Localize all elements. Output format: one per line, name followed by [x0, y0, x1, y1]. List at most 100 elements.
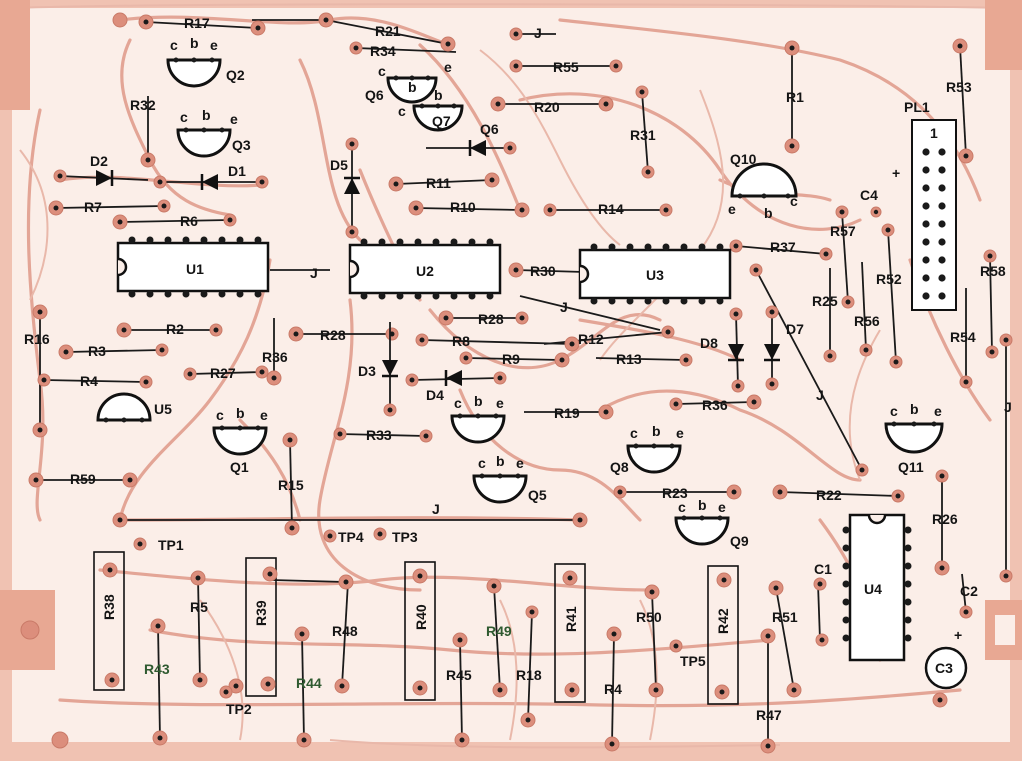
d5-diode	[344, 137, 360, 239]
q7-pin-c: c	[398, 103, 406, 119]
label-r2: R2	[166, 321, 184, 337]
label-r3: R3	[88, 343, 106, 359]
r41-body	[554, 563, 586, 703]
label-r50: R50	[636, 609, 662, 625]
q10-body	[730, 162, 798, 199]
q1-body	[212, 425, 268, 456]
label-u5: U5	[154, 401, 172, 417]
label-r6: R6	[180, 213, 198, 229]
labels: R17 R21 J R34 R55 Q2 Q6 Q7 Q6 R20 R1 R53…	[24, 15, 1012, 723]
label-q9: Q9	[730, 533, 749, 549]
label-r7: R7	[84, 199, 102, 215]
label-c2: C2	[960, 583, 978, 599]
diodes	[53, 137, 780, 417]
label-q3: Q3	[232, 137, 251, 153]
label-r56: R56	[854, 313, 880, 329]
ic-u2	[348, 238, 502, 300]
q8-pin-b: b	[652, 423, 661, 439]
label-d8: D8	[700, 335, 718, 351]
label-r43: R43	[144, 661, 170, 677]
q6-body	[386, 75, 438, 104]
q6-pin-e: e	[444, 59, 452, 75]
label-r16: R16	[24, 331, 50, 347]
label-r59: R59	[70, 471, 96, 487]
label-r40: R40	[413, 604, 429, 630]
q6-pin-b: b	[408, 79, 417, 95]
c1-leads	[817, 583, 821, 641]
rotated-labels: R38 R39 R40 R41 R42	[101, 594, 731, 634]
label-r22: R22	[816, 487, 842, 503]
q4-body	[450, 413, 506, 444]
label-r58: R58	[980, 263, 1006, 279]
label-pl1: PL1	[904, 99, 930, 115]
ic-u3	[578, 243, 732, 305]
label-r55: R55	[553, 59, 579, 75]
q7-pin-b: b	[434, 87, 443, 103]
label-r31: R31	[630, 127, 656, 143]
label-tp3: TP3	[392, 529, 418, 545]
label-r44: R44	[296, 675, 322, 691]
label-r30: R30	[530, 263, 556, 279]
q1-pin-b: b	[236, 405, 245, 421]
q3-body	[176, 127, 232, 158]
large-resistors	[93, 551, 739, 705]
label-r52: R52	[876, 271, 902, 287]
d6-diode	[426, 140, 517, 156]
label-q5: Q5	[528, 487, 547, 503]
label-q6: Q6	[365, 87, 384, 103]
label-c3-plus: +	[954, 627, 962, 643]
q2-body	[166, 57, 222, 88]
q5-pin-b: b	[496, 453, 505, 469]
label-r49: R49	[486, 623, 512, 639]
q11-pin-e: e	[934, 403, 942, 419]
board-edge-left-top	[0, 0, 30, 110]
q9-pin-b: b	[698, 497, 707, 513]
label-r21: R21	[375, 23, 401, 39]
connector-pl1	[911, 119, 957, 311]
pin-letters: c b e c b e c b e c b e b c c b e c b e …	[170, 35, 942, 515]
label-u3: U3	[646, 267, 664, 283]
ic-u4	[842, 513, 912, 662]
label-r32: R32	[130, 97, 156, 113]
label-r27: R27	[210, 365, 236, 381]
q9-body	[674, 515, 730, 546]
q4-pin-c: c	[454, 395, 462, 411]
label-j-bottom: J	[432, 501, 440, 517]
q2-pin-e: e	[210, 37, 218, 53]
pads	[20, 12, 1013, 754]
label-q8: Q8	[610, 459, 629, 475]
label-r38: R38	[101, 594, 117, 620]
label-r5: R5	[190, 599, 208, 615]
d7-diode	[764, 305, 780, 391]
capacitors	[813, 206, 973, 690]
label-r57: R57	[830, 223, 856, 239]
label-tp2: TP2	[226, 701, 252, 717]
q3-pin-c: c	[180, 109, 188, 125]
label-r26: R26	[932, 511, 958, 527]
q9-pin-e: e	[718, 499, 726, 515]
q8-pin-e: e	[676, 425, 684, 441]
label-tp1: TP1	[158, 537, 184, 553]
q10-pin-b: b	[764, 205, 773, 221]
d3-diode	[382, 322, 398, 417]
label-r48: R48	[332, 623, 358, 639]
label-r13: R13	[616, 351, 642, 367]
label-j-mid: J	[560, 299, 568, 315]
label-d2: D2	[90, 153, 108, 169]
q11-pin-c: c	[890, 403, 898, 419]
label-c4-plus: +	[892, 165, 900, 181]
label-r11: R11	[426, 175, 451, 191]
label-j-right: J	[816, 387, 824, 403]
test-points	[133, 527, 683, 699]
q8-pin-c: c	[630, 425, 638, 441]
transistors	[96, 57, 944, 546]
board-edge-right-top	[985, 0, 1022, 70]
q5-pin-e: e	[516, 455, 524, 471]
q1-pin-e: e	[260, 407, 268, 423]
q4-pin-b: b	[474, 393, 483, 409]
label-pl1-pin1: 1	[930, 125, 938, 141]
label-r23: R23	[662, 485, 688, 501]
label-r14: R14	[598, 201, 624, 217]
label-r10: R10	[450, 199, 476, 215]
label-r36a: R36	[262, 349, 288, 365]
